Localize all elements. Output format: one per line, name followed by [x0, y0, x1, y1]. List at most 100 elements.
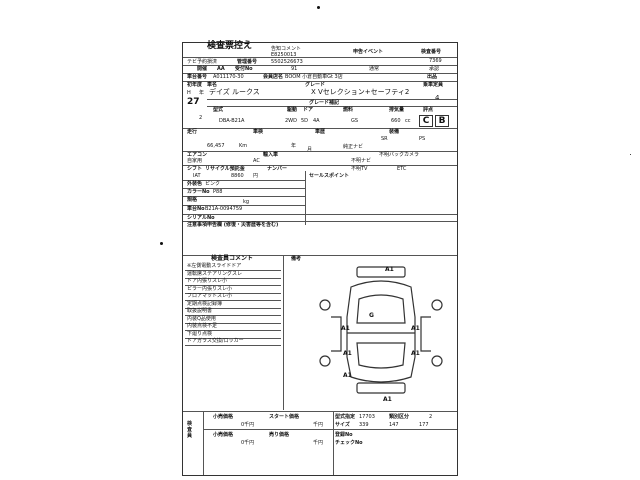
shift: IAT: [193, 173, 201, 179]
comment-line: 運転席ステアリングスレ: [187, 270, 243, 277]
damage-label: A1: [343, 350, 352, 357]
rule: [183, 188, 305, 189]
comment-line: ※左側電動スライドドア: [187, 263, 242, 269]
equipment-item: PS: [419, 136, 426, 142]
exterior-color-label: 外装色: [187, 181, 203, 187]
model-year-label: 型式指定: [335, 414, 356, 420]
damage-label: A1: [343, 372, 352, 379]
equipment-item: 不明バックカメラ: [379, 152, 420, 158]
drive: 2WD: [285, 118, 297, 124]
comment-line: ドアガラス交換/ロッカー: [187, 338, 244, 344]
chassis: A011170-30: [213, 74, 244, 80]
equip-label: 装備: [389, 129, 400, 135]
scan-dot: [630, 154, 631, 155]
rear-window: [356, 342, 406, 369]
chassis-label: 車台番号: [187, 74, 208, 80]
damage-label: A1: [411, 325, 420, 332]
price2-value: 0千円: [241, 440, 255, 446]
month2: 月: [307, 147, 313, 153]
damage-label: A1: [411, 350, 420, 357]
damage-label: G: [369, 312, 374, 319]
damage-label: A1: [341, 325, 350, 332]
scan-dot: [317, 6, 320, 9]
fuel-label: 燃料: [343, 107, 354, 113]
price-label: 小売価格: [213, 432, 234, 438]
serial-label: シリアルNo: [187, 215, 215, 221]
comment-line: 内装Q品使用: [187, 315, 216, 322]
fuel: GS: [351, 118, 359, 124]
grade-detail-label: グレード補記: [309, 100, 340, 106]
right-side: [420, 316, 431, 352]
month-value: 2: [199, 115, 203, 121]
registered-label: 登録No: [335, 432, 353, 438]
remark-label: 告知コメント: [271, 46, 302, 52]
rule: [183, 128, 457, 129]
flow-label: 千円: [313, 422, 324, 428]
year2: 年: [291, 143, 297, 149]
rule: [185, 270, 281, 271]
rule: [185, 277, 281, 279]
rule: [305, 171, 306, 225]
windshield: [356, 294, 406, 324]
rule: [183, 165, 457, 166]
comment-line: 下廻り点検: [187, 330, 213, 337]
checker-label: 検査員: [187, 421, 193, 439]
rule: [183, 411, 457, 412]
comment-line: ドア内張りスレ小: [187, 278, 228, 284]
category: 2: [429, 414, 433, 420]
wheel-fr: [431, 299, 443, 311]
grade-c: C: [419, 115, 433, 127]
car-name: デイズ ルークス: [209, 88, 260, 96]
shift-label: シフト: [187, 166, 203, 172]
rule: [183, 180, 305, 181]
wheel-rr: [431, 355, 443, 367]
drive-label: 駆動: [287, 107, 298, 113]
spec-label: 規格: [187, 197, 198, 203]
comment-line: フロアマットスレ小: [187, 293, 233, 299]
member-label: 会員店名: [263, 74, 284, 80]
yen: 円: [253, 173, 259, 179]
exhibit-no: E8250013: [271, 52, 297, 58]
ac-value: AC: [253, 158, 260, 164]
left-side: [331, 316, 342, 352]
recycle-label: リサイクル預託金: [205, 166, 245, 172]
inspection-no: 7369: [429, 58, 442, 64]
kg: kg: [243, 199, 250, 205]
model: DBA-B21A: [219, 118, 245, 124]
sale-label: 売り価格: [269, 432, 290, 438]
notes-label: 注意事項申告欄 (修復・災害歴等を含む): [187, 222, 279, 228]
rule: [185, 285, 281, 286]
model-year: 17703: [359, 414, 375, 420]
wheel-fl: [319, 299, 331, 311]
rule: [207, 106, 457, 107]
seat2-label: 出品: [427, 74, 438, 80]
mgmt-no: 5502526673: [271, 59, 303, 65]
displacement: 660: [391, 118, 401, 124]
approval: 承認: [429, 66, 440, 72]
rule: [183, 221, 457, 222]
comment-line: 内装点検不足: [187, 323, 218, 329]
exhibit-label: 管理番号: [237, 59, 258, 65]
check-label: チェックNo: [335, 440, 363, 446]
rule: [185, 307, 281, 309]
recycle: 8860: [231, 173, 244, 179]
rule: [183, 73, 457, 74]
grade-b: B: [435, 115, 449, 127]
color-no: P88: [213, 189, 223, 195]
price-label: 小売価格: [213, 414, 234, 420]
cc: cc: [405, 118, 411, 124]
rule: [185, 315, 281, 316]
mileage-label: 走行: [187, 129, 198, 135]
size-height: 177: [419, 422, 429, 428]
damage-label: A1: [383, 396, 392, 403]
equipment-item: 不明TV: [351, 166, 368, 172]
capacity-label: 乗車定員: [423, 82, 444, 88]
rule: [203, 429, 457, 430]
rule: [203, 411, 204, 475]
rule: [185, 292, 281, 294]
km: Km: [239, 143, 248, 149]
equipment-item: SR: [381, 136, 388, 142]
equipment-item: 純正ナビ: [343, 144, 364, 150]
price-value: 0千円: [241, 422, 255, 428]
memo-label: 備考: [291, 256, 302, 262]
